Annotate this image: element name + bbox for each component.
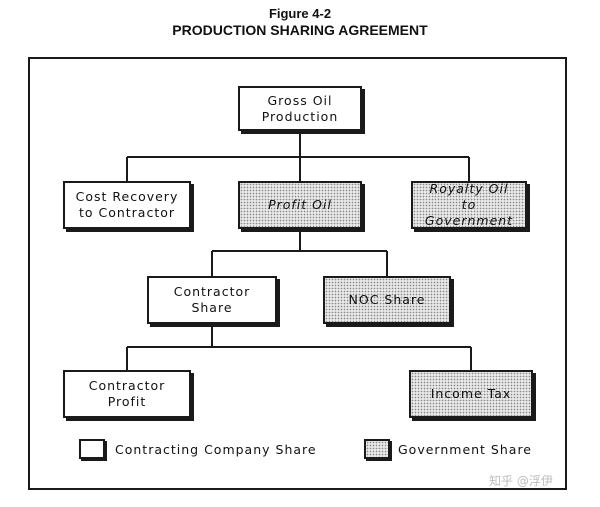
node-cost-recovery: Cost Recovery to Contractor — [63, 181, 191, 229]
node-contractor-profit: Contractor Profit — [63, 370, 191, 418]
figure-title: PRODUCTION SHARING AGREEMENT — [172, 22, 428, 38]
node-profit-oil-label: Profit Oil — [268, 197, 332, 212]
node-gross-oil-label: Gross Oil Production — [261, 92, 339, 124]
diagram-frame — [28, 57, 567, 490]
legend-company-swatch — [79, 439, 105, 459]
node-royalty-oil: Royalty Oil to Government — [411, 181, 527, 229]
legend-company-label: Contracting Company Share — [115, 442, 317, 457]
watermark: 知乎 @浮伊 — [489, 474, 553, 488]
node-cost-recovery-label: Cost Recovery to Contractor — [75, 189, 179, 220]
node-contractor-share: Contractor Share — [147, 276, 277, 324]
legend-government-label: Government Share — [398, 442, 532, 457]
node-royalty-oil-label: Royalty Oil to Government — [424, 181, 514, 228]
node-noc-share: NOC Share — [323, 276, 451, 324]
node-income-tax-label: Income Tax — [430, 386, 512, 401]
node-contractor-profit-label: Contractor Profit — [88, 378, 166, 409]
node-gross-oil-production: Gross Oil Production — [238, 86, 362, 131]
node-profit-oil: Profit Oil — [238, 181, 362, 229]
node-noc-share-label: NOC Share — [348, 292, 426, 307]
legend-government-swatch — [364, 439, 390, 459]
node-income-tax: Income Tax — [409, 370, 533, 418]
node-contractor-share-label: Contractor Share — [173, 284, 251, 315]
figure-number: Figure 4-2 — [268, 6, 332, 21]
